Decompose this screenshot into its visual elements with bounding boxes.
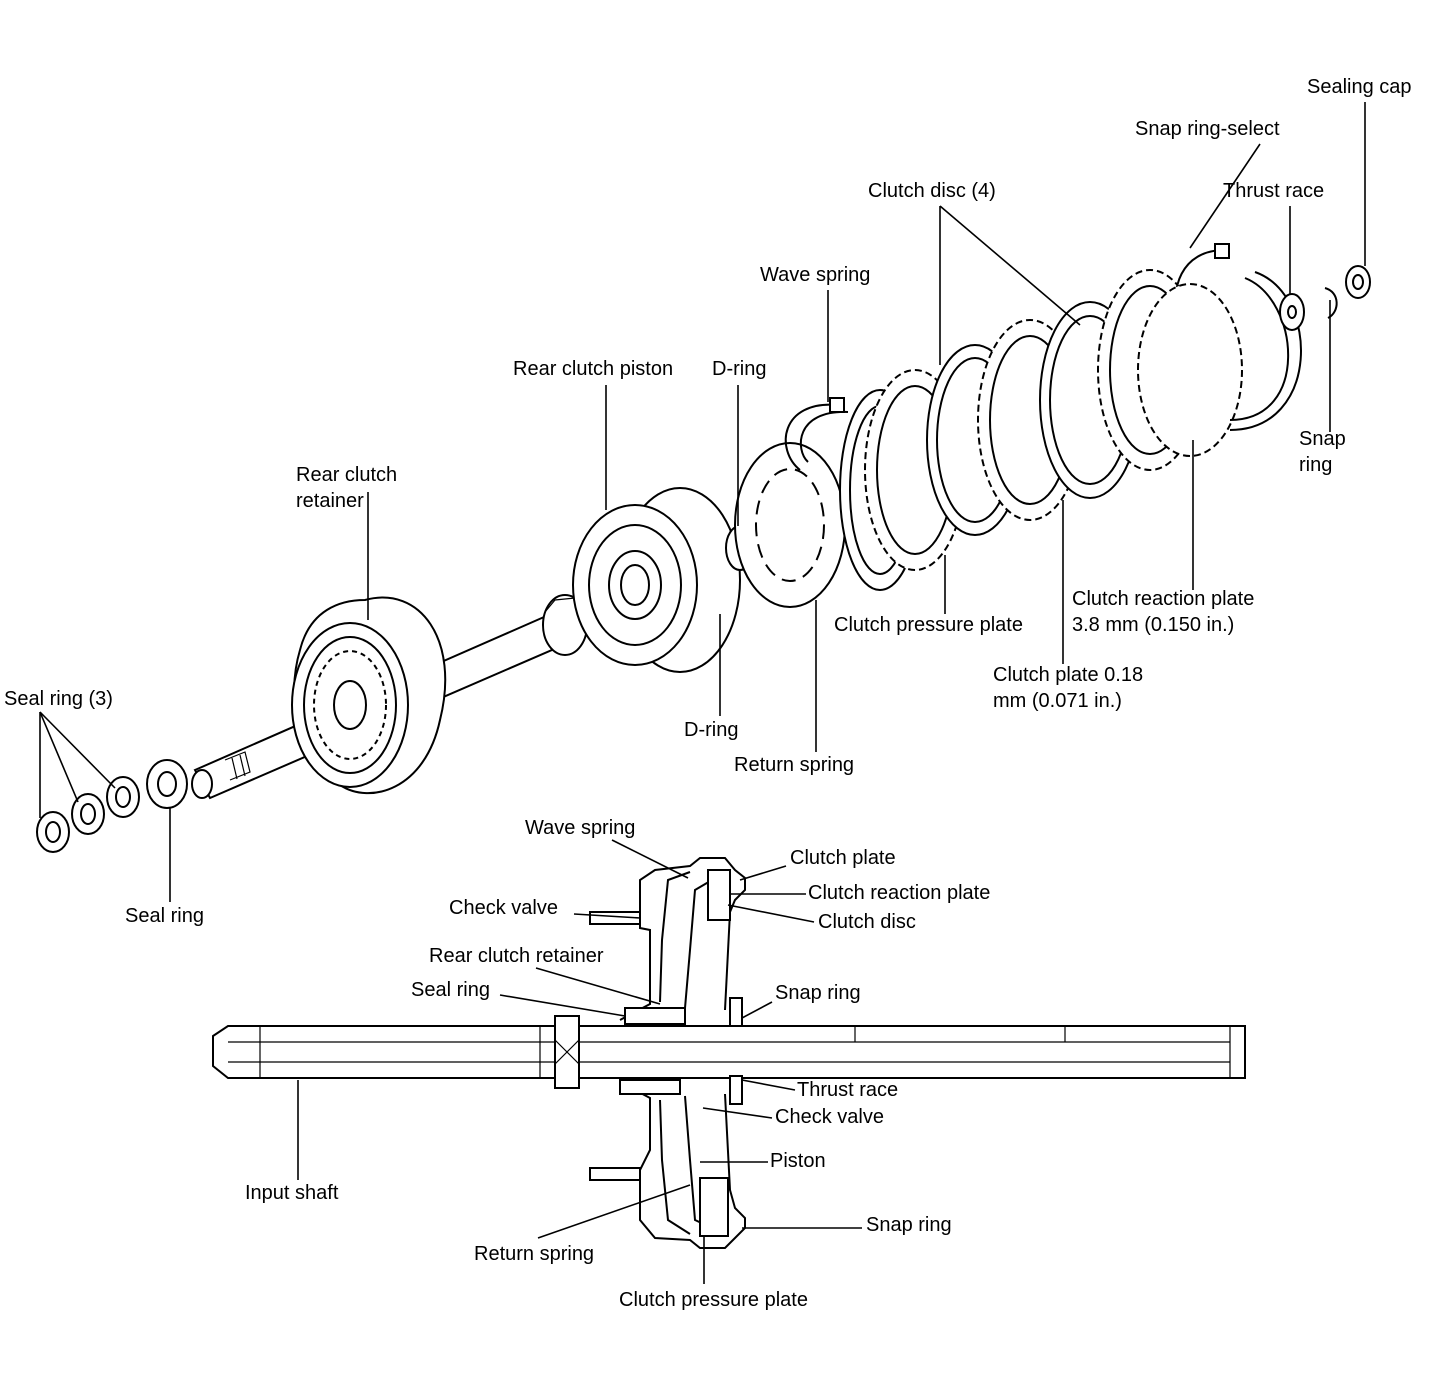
label-clutch-plate: Clutch plate 0.18 mm (0.071 in.) [993,664,1144,712]
label-section-clutch-disc: Clutch disc [818,911,916,933]
label-section-clutch-plate: Clutch plate [790,847,896,869]
thrust-race-part [1279,287,1338,331]
label-section-rear-clutch-retainer: Rear clutch retainer [429,945,604,967]
snap-ring-part [1229,271,1302,431]
label-clutch-reaction-plate: Clutch reaction plate 3.8 mm (0.150 in.) [1072,588,1255,636]
label-section-snap-ring-bottom: Snap ring [866,1214,952,1236]
rear-clutch-piston-part [572,487,741,673]
label-return-spring: Return spring [734,754,855,776]
retainer-upper-section [589,857,746,1027]
label-rear-clutch-piston: Rear clutch piston [513,358,674,380]
label-section-piston: Piston [770,1150,826,1172]
label-section-clutch-pressure-plate: Clutch pressure plate [619,1289,808,1311]
label-clutch-pressure-plate: Clutch pressure plate [834,614,1023,636]
label-section-seal-ring: Seal ring [411,979,490,1001]
sealing-cap-part [1345,265,1371,299]
section-view [212,839,1246,1284]
exploded-view [36,102,1371,902]
seal-ring-part [146,759,188,809]
clutch-pack [864,269,1203,571]
label-thrust-race: Thrust race [1223,180,1325,202]
label-sealing-cap: Sealing cap [1307,76,1412,98]
label-d-ring-bottom: D-ring [684,719,739,741]
label-section-check-valve-bottom: Check valve [775,1106,884,1128]
label-wave-spring: Wave spring [760,264,871,286]
label-seal-ring-3: Seal ring (3) [4,688,113,710]
rear-clutch-retainer-part [291,596,447,795]
label-section-input-shaft: Input shaft [245,1182,339,1204]
clutch-reaction-plate-part [1137,283,1243,457]
label-rear-clutch-retainer: Rear clutch retainer [296,464,398,512]
label-section-check-valve-top: Check valve [449,897,558,919]
seal-ring-set [36,776,140,853]
section-leader-lines [297,839,862,1284]
label-snap-ring: Snap ring [1299,428,1346,476]
label-section-snap-ring-top: Snap ring [775,982,861,1004]
wave-spring-part [784,397,849,471]
input-shaft-section [212,1015,1246,1089]
exploded-leader-lines [39,102,1366,902]
label-snap-ring-select: Snap ring-select [1135,118,1280,140]
label-section-wave-spring: Wave spring [525,817,636,839]
label-section-return-spring: Return spring [474,1243,595,1265]
label-section-thrust-race: Thrust race [797,1079,899,1101]
retainer-lower-section [589,1075,746,1249]
label-seal-ring: Seal ring [125,905,204,927]
label-section-clutch-reaction-plate: Clutch reaction plate [808,882,991,904]
label-d-ring-top: D-ring [712,358,767,380]
label-clutch-disc-4: Clutch disc (4) [868,180,996,202]
return-spring-part [734,442,846,608]
